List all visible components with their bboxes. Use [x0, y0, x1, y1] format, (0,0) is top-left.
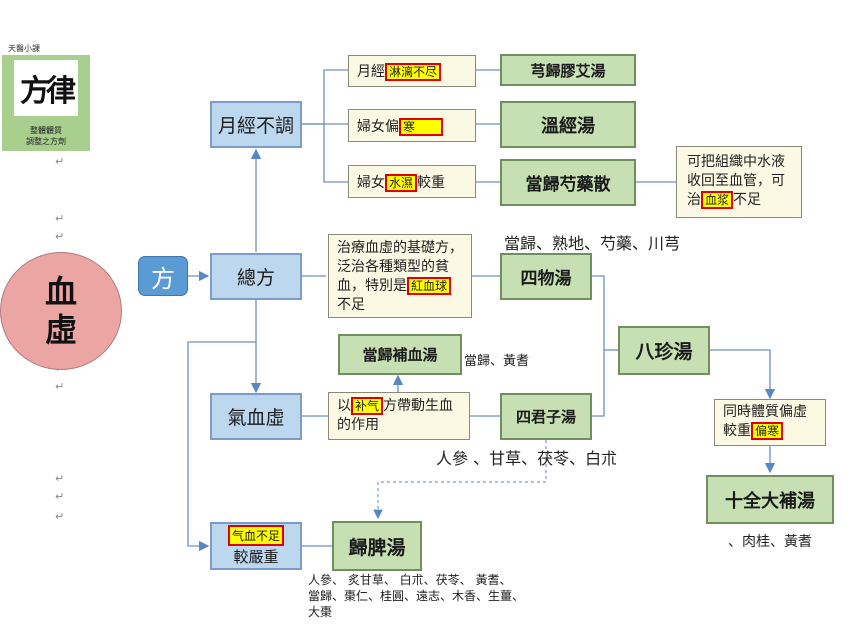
para-mark: ↵ — [55, 490, 65, 503]
logo-calligraphy: 方律 — [14, 60, 78, 116]
fang-box: 方 — [138, 256, 188, 296]
jiaoyanzhong-box: 气血不足 較嚴重 — [210, 522, 302, 570]
condition-box-2: 婦女偏寒 — [348, 109, 476, 142]
right-text: 不足 — [733, 192, 762, 208]
guipi-line2: 當歸、棗仁、桂圓、遠志、木香、生薑、 — [308, 589, 525, 603]
jiaoyanzhong-highlight: 气血不足 — [227, 525, 284, 546]
formula-ba-zhen: 八珍湯 — [618, 326, 710, 375]
formula-danggui-buxue: 當歸補血湯 — [338, 334, 462, 375]
siwu-ingredients: 當歸、熟地、芍藥、川芎 — [504, 234, 681, 253]
para-mark: ↵ — [55, 510, 65, 523]
yuejing-box: 月經不調 — [210, 101, 302, 148]
formula-wen-jing: 溫經湯 — [500, 101, 636, 148]
guipi-line3: 大棗 — [308, 605, 333, 619]
condition-highlight: 寒 — [399, 118, 444, 136]
logo-caption-line1: 整體體質 — [30, 126, 62, 135]
qi-highlight: 补气 — [351, 397, 384, 415]
qi-text: 方帶動生血的作用 — [337, 398, 454, 433]
zongfang-box: 總方 — [210, 253, 302, 300]
bazhen-description: 同時體質偏虛較重偏寒 — [714, 399, 826, 446]
formula-shi-quan-da-bu: 十全大補湯 — [706, 475, 834, 524]
right-highlight: 血浆 — [701, 191, 734, 209]
logo-top-text: 天醫小課 — [8, 44, 40, 53]
condition-text: 月經 — [357, 64, 385, 80]
sijunzi-ingredients: 人參 、甘草、茯苓、白朮 — [436, 449, 618, 468]
right-text: 可把組織中水液收回至血管，可治 — [687, 154, 785, 208]
qi-description: 以补气方帶動生血的作用 — [328, 392, 470, 440]
shiquan-ingredients: 、肉桂、黃耆 — [728, 534, 812, 550]
logo: 方律 整體體質 調整之方劑 — [2, 55, 90, 151]
para-mark: ↵ — [55, 230, 65, 243]
xuexu-circle: 血 虛 — [0, 252, 122, 370]
formula-danggui-shaoyao: 當歸芍藥散 — [500, 159, 636, 206]
qixuexu-box: 氣血虛 — [210, 393, 302, 440]
logo-caption-line2: 調整之方劑 — [26, 137, 66, 146]
bazhen-text: 同時體質偏虛較重 — [723, 404, 807, 439]
buxue-ingredients: 當歸、黃耆 — [464, 354, 530, 369]
bazhen-highlight: 偏寒 — [751, 422, 784, 440]
guipi-line1: 人參、 炙甘草、 白朮、茯苓、 黃耆、 — [308, 573, 512, 587]
condition-highlight: 水濕 — [385, 174, 418, 192]
siwu-description: 治療血虛的基礎方，泛治各種類型的貧血，特別是紅血球不足 — [328, 234, 472, 318]
condition-box-1: 月經淋漓不尽 — [348, 55, 476, 87]
para-mark: ↵ — [55, 212, 65, 225]
desc-text: 治療血虛的基礎方，泛治各種類型的貧血，特別是 — [337, 240, 463, 294]
circle-line1: 血 — [44, 273, 77, 311]
para-mark: ↵ — [55, 472, 65, 485]
formula-xiong-gui-jiao-ai: 芎歸膠艾湯 — [500, 54, 636, 86]
danggui-shaoyao-description: 可把組織中水液收回至血管，可治血浆不足 — [676, 146, 802, 218]
qi-text: 以 — [337, 398, 351, 414]
condition-text: 婦女 — [357, 175, 385, 191]
condition-box-3: 婦女水濕較重 — [348, 165, 476, 198]
formula-si-wu: 四物湯 — [500, 253, 592, 300]
condition-text: 婦女偏 — [357, 119, 399, 135]
guipi-ingredients: 人參、 炙甘草、 白朮、茯苓、 黃耆、 當歸、棗仁、桂圓、遠志、木香、生薑、 大… — [308, 572, 524, 620]
desc-text: 不足 — [337, 297, 365, 313]
para-mark: ↵ — [55, 155, 65, 168]
condition-highlight: 淋漓不尽 — [385, 63, 442, 81]
jiaoyanzhong-label: 較嚴重 — [233, 548, 279, 566]
formula-si-junzi: 四君子湯 — [500, 393, 592, 440]
para-mark: ↵ — [55, 380, 65, 393]
desc-highlight: 紅血球 — [407, 277, 452, 295]
logo-caption: 整體體質 調整之方劑 — [2, 125, 90, 147]
formula-gui-pi: 歸脾湯 — [332, 521, 422, 571]
condition-text: 較重 — [417, 175, 446, 191]
circle-line2: 虛 — [44, 311, 77, 349]
